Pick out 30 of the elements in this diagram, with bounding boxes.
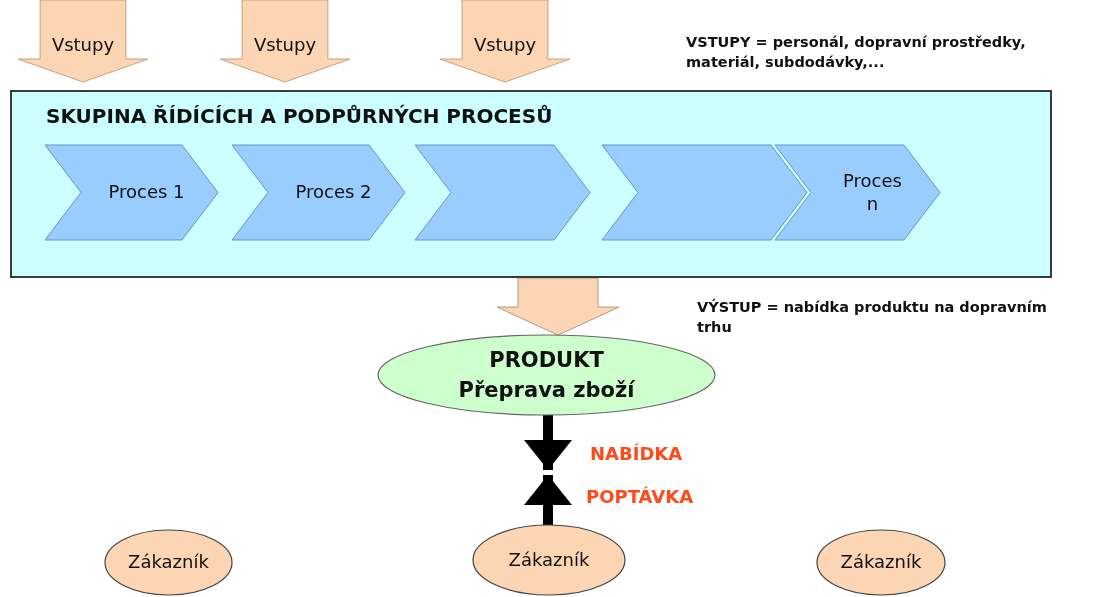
- arrow-label: Vstupy: [51, 34, 115, 57]
- ellipse-label: PRODUKT: [489, 346, 604, 373]
- input-block-arrow: [440, 0, 570, 82]
- process-label: Proces 1: [108, 181, 185, 204]
- ellipse-label: Zákazník: [840, 551, 922, 574]
- process-label: Proces n: [842, 170, 903, 215]
- ellipse-node: [817, 530, 945, 595]
- process-step: [415, 145, 590, 240]
- ellipse-label: Zákazník: [128, 551, 209, 574]
- process-step: [775, 145, 940, 240]
- ellipse-label: Zákazník: [508, 548, 590, 572]
- arrow: [524, 415, 572, 470]
- input-block-arrow: [18, 0, 148, 82]
- input-block-arrow: [220, 0, 350, 82]
- arrow: [524, 475, 572, 525]
- group-title: SKUPINA ŘÍDÍCÍCH A PODPŮRNÝCH PROCESŮ: [46, 104, 553, 129]
- process-step: [45, 145, 218, 240]
- process-step: [602, 145, 807, 240]
- note-text: VSTUPY = personál, dopravní prostředky, materiál, subdodávky,...: [686, 33, 1027, 72]
- process-group-box: [10, 90, 1052, 278]
- ellipse-node: [378, 335, 715, 415]
- block-arrow: [496, 277, 620, 336]
- process-label: Proces 2: [295, 181, 372, 204]
- ellipse-node: [105, 530, 232, 595]
- process-step: [232, 145, 405, 240]
- arrow-label: Vstupy: [473, 34, 537, 57]
- note-text: VÝSTUP = nabídka produktu na dopravním trhu: [697, 298, 1048, 337]
- arrow-label: Vstupy: [253, 34, 317, 57]
- ellipse-label: Přeprava zboží: [458, 377, 635, 404]
- ellipse-node: [473, 525, 625, 595]
